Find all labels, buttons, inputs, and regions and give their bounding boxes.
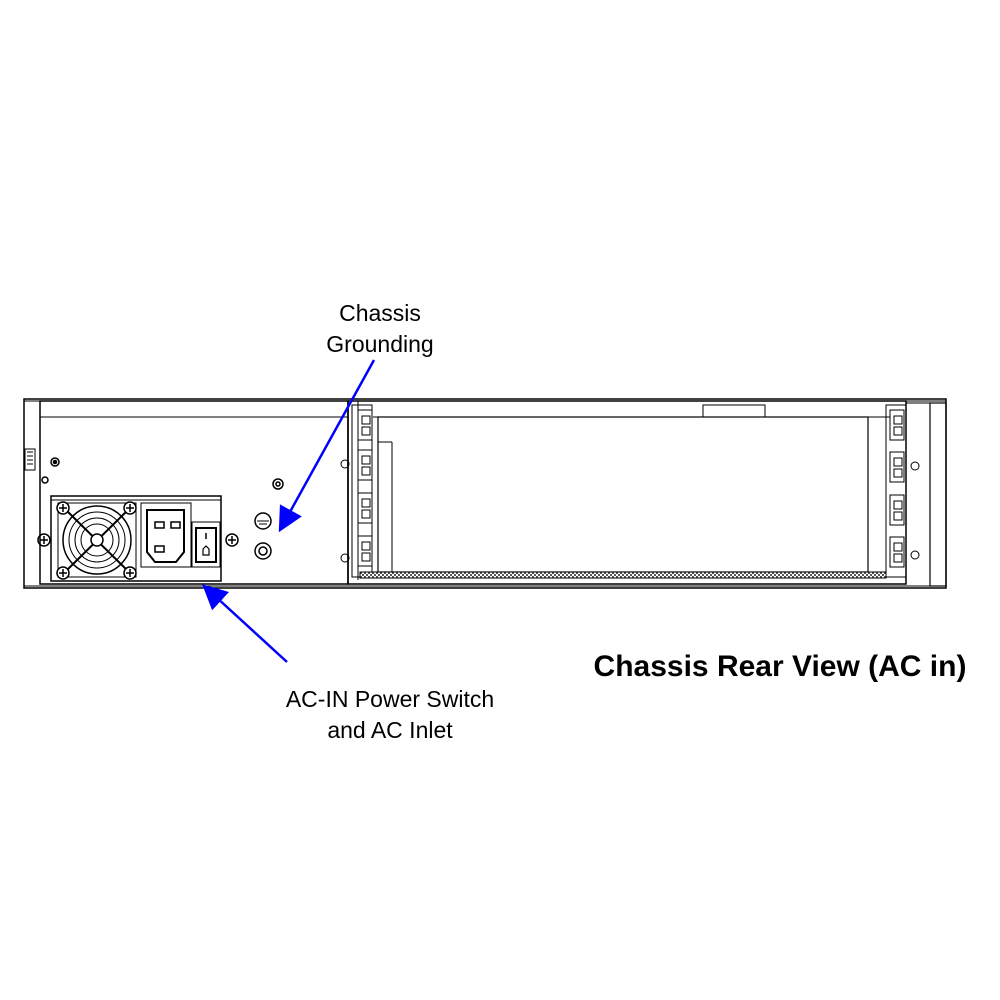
grounding-arrow: [278, 359, 376, 533]
power-label-line2: and AC Inlet: [327, 717, 453, 743]
right-ear: [929, 402, 947, 587]
chassis-outline: [23, 398, 947, 589]
vent-grille: [359, 571, 887, 579]
grounding-screw-icon: [254, 478, 284, 560]
psu-screw-icon: [37, 533, 239, 547]
ac-inlet-icon: [140, 502, 192, 568]
right-rail-connectors: [885, 404, 920, 578]
fan-icon: [57, 502, 137, 578]
power-label: AC-IN Power Switch and AC Inlet: [250, 684, 530, 746]
diagram-title: Chassis Rear View (AC in): [593, 650, 967, 683]
power-arrow: [202, 584, 288, 663]
grounding-label: Chassis Grounding: [280, 298, 480, 360]
power-label-line1: AC-IN Power Switch: [285, 686, 495, 712]
grounding-label-line1: Chassis: [339, 300, 421, 326]
psu-module: [50, 495, 222, 582]
left-rail-connectors: [340, 404, 373, 578]
grounding-label-line2: Grounding: [326, 331, 434, 357]
expansion-bay: [347, 400, 907, 585]
fan-screw-icon: [56, 501, 137, 580]
power-switch-icon: [191, 521, 221, 568]
screw-icon: [41, 457, 60, 484]
